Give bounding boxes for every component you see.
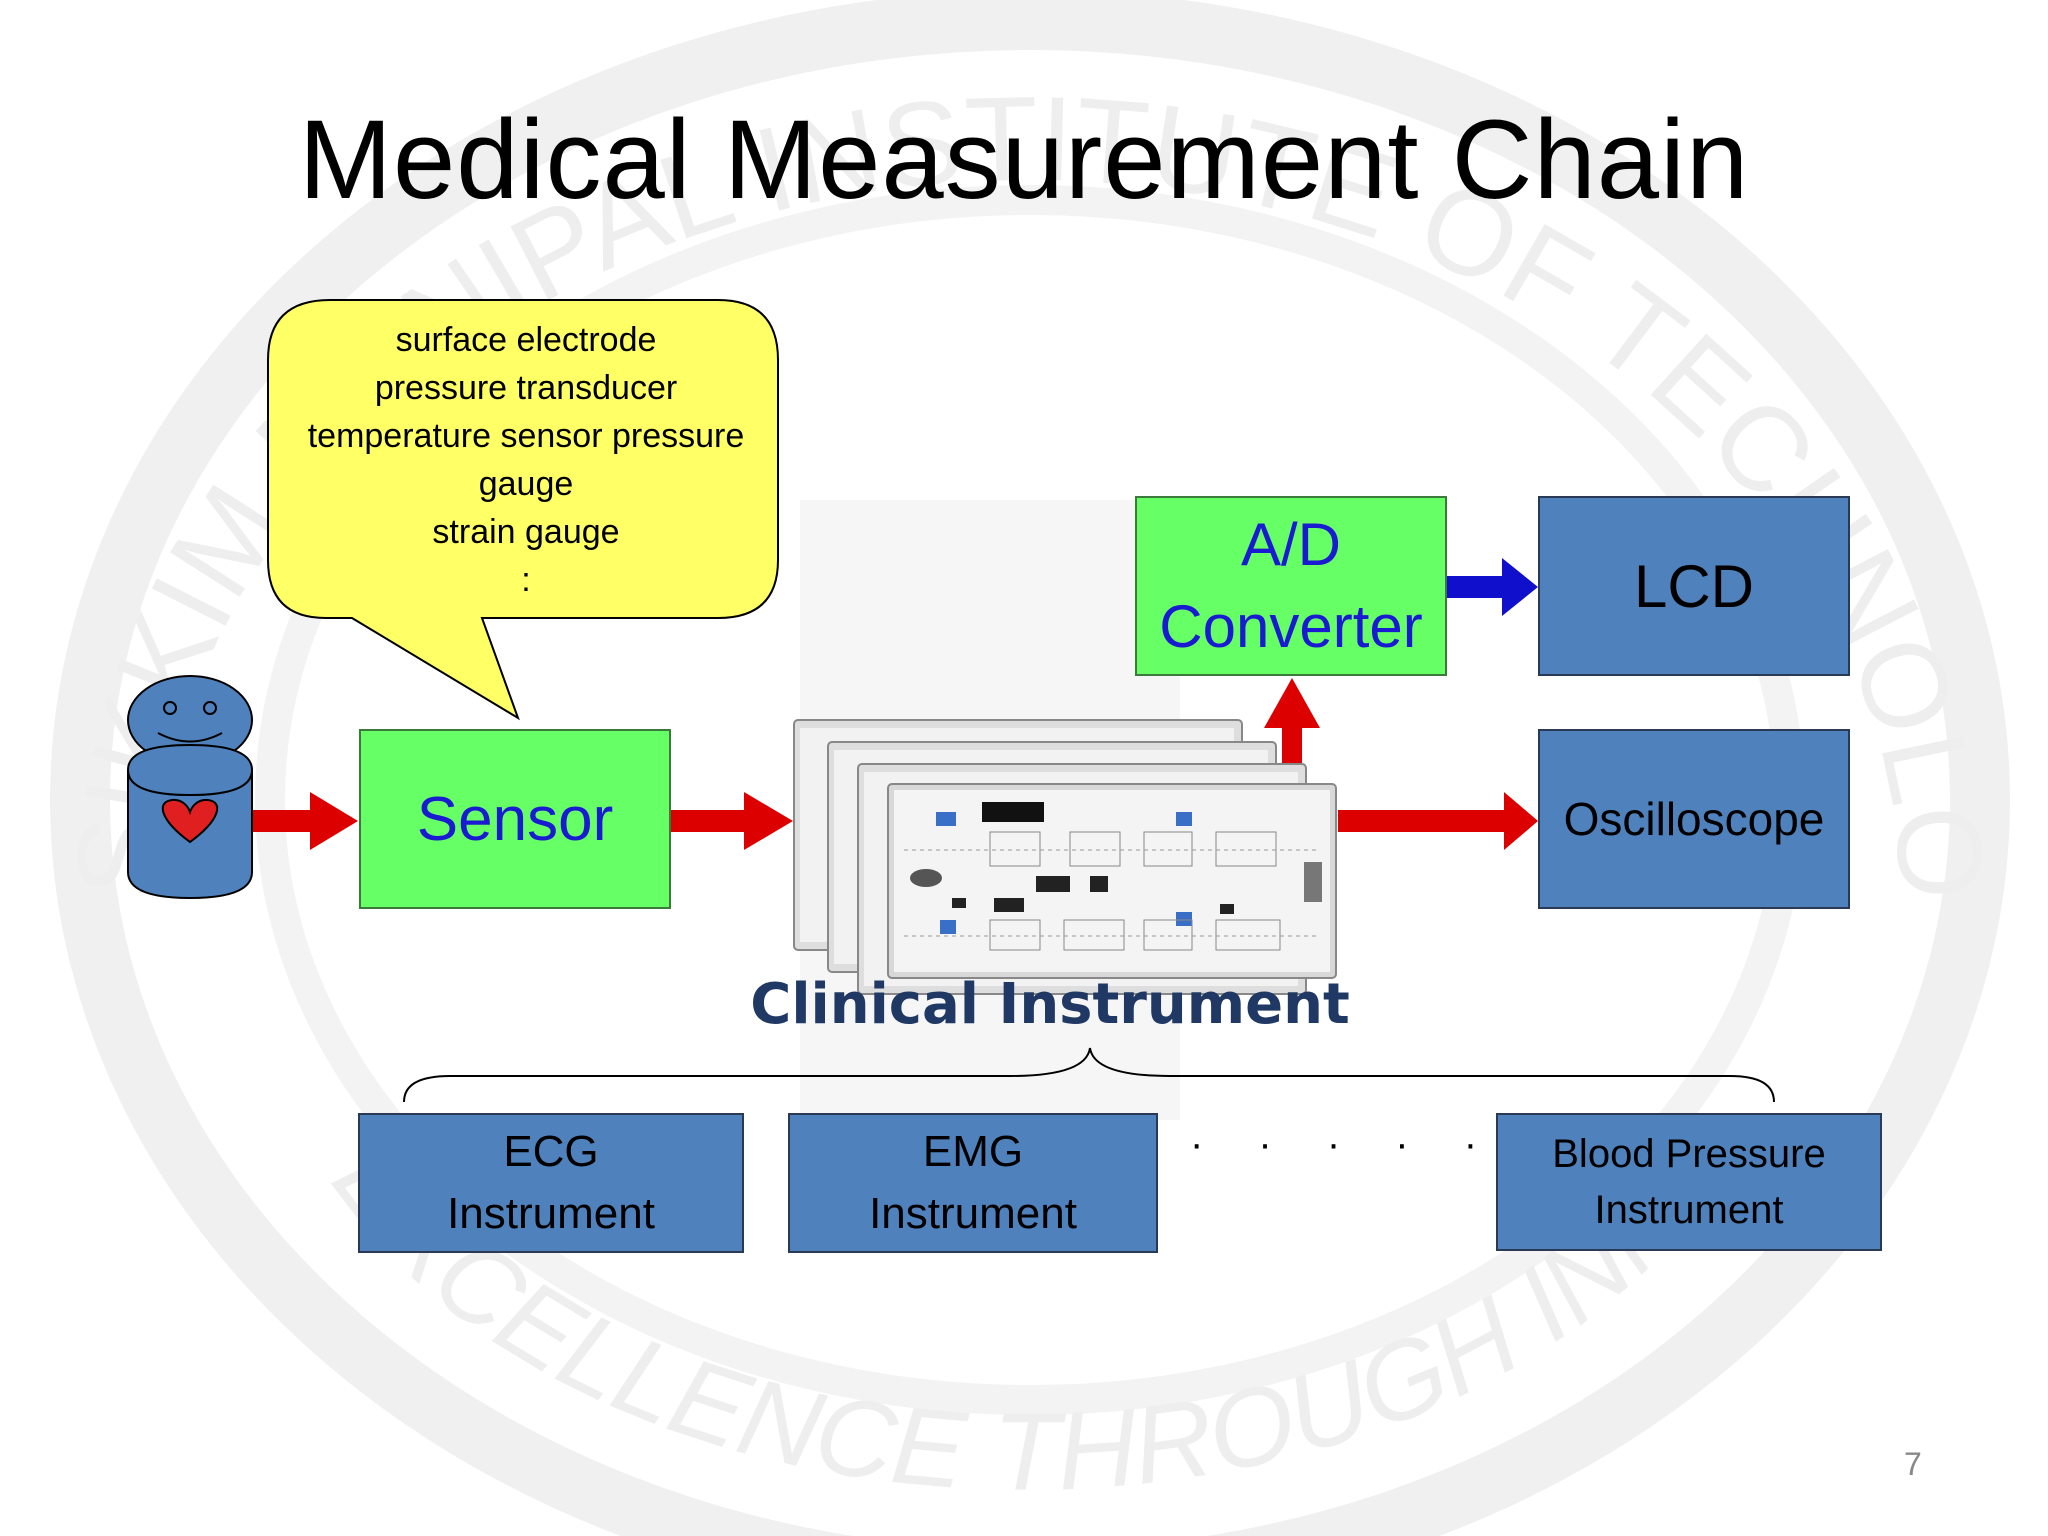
ad-label-line1: A/D (1240, 511, 1342, 578)
oscilloscope-box: Oscilloscope (1538, 729, 1850, 909)
heart-icon (161, 798, 219, 844)
ad-converter-box: A/D Converter (1135, 496, 1447, 676)
callout-bubble (267, 299, 779, 721)
callout-line: strain gauge (432, 513, 620, 551)
patient-icon (126, 675, 254, 900)
callout-line: gauge (478, 465, 574, 503)
ecg-instrument-box: ECG Instrument (358, 1113, 744, 1253)
blood-pressure-instrument-box: Blood Pressure Instrument (1496, 1113, 1882, 1251)
instrument-line1: EMG (922, 1127, 1024, 1176)
callout-line: temperature sensor pressure (307, 417, 745, 455)
clinical-instrument-boards (793, 719, 1337, 995)
instrument-line2: Instrument (869, 1189, 1077, 1238)
arrow-ad-to-lcd (1446, 558, 1538, 616)
clinical-instrument-label: Clinical Instrument (750, 972, 1350, 1037)
callout-line: surface electrode (395, 321, 657, 359)
arrow-instrument-to-oscilloscope (1338, 792, 1538, 850)
callout-line: : (521, 561, 531, 599)
instrument-brace (403, 1047, 1775, 1103)
arrow-sensor-to-instrument (670, 792, 793, 850)
sensor-examples-callout: surface electrode pressure transducer te… (278, 316, 774, 604)
sensor-box: Sensor (359, 729, 671, 909)
oscilloscope-label: Oscilloscope (1563, 793, 1825, 845)
lcd-box: LCD (1538, 496, 1850, 676)
arrow-patient-to-sensor (252, 792, 358, 850)
sensor-label: Sensor (416, 784, 614, 854)
instrument-line1: ECG (503, 1127, 599, 1176)
instrument-line1: Blood Pressure (1552, 1132, 1826, 1176)
more-instruments-ellipsis: · · · · · · (1190, 1122, 1568, 1166)
instrument-line2: Instrument (1594, 1188, 1784, 1232)
instrument-line2: Instrument (447, 1189, 655, 1238)
lcd-label: LCD (1633, 552, 1755, 620)
page-number: 7 (1904, 1446, 1922, 1482)
emg-instrument-box: EMG Instrument (788, 1113, 1158, 1253)
callout-line: pressure transducer (374, 369, 678, 407)
slide-title: Medical Measurement Chain (298, 97, 1750, 222)
ad-label-line2: Converter (1159, 593, 1423, 660)
